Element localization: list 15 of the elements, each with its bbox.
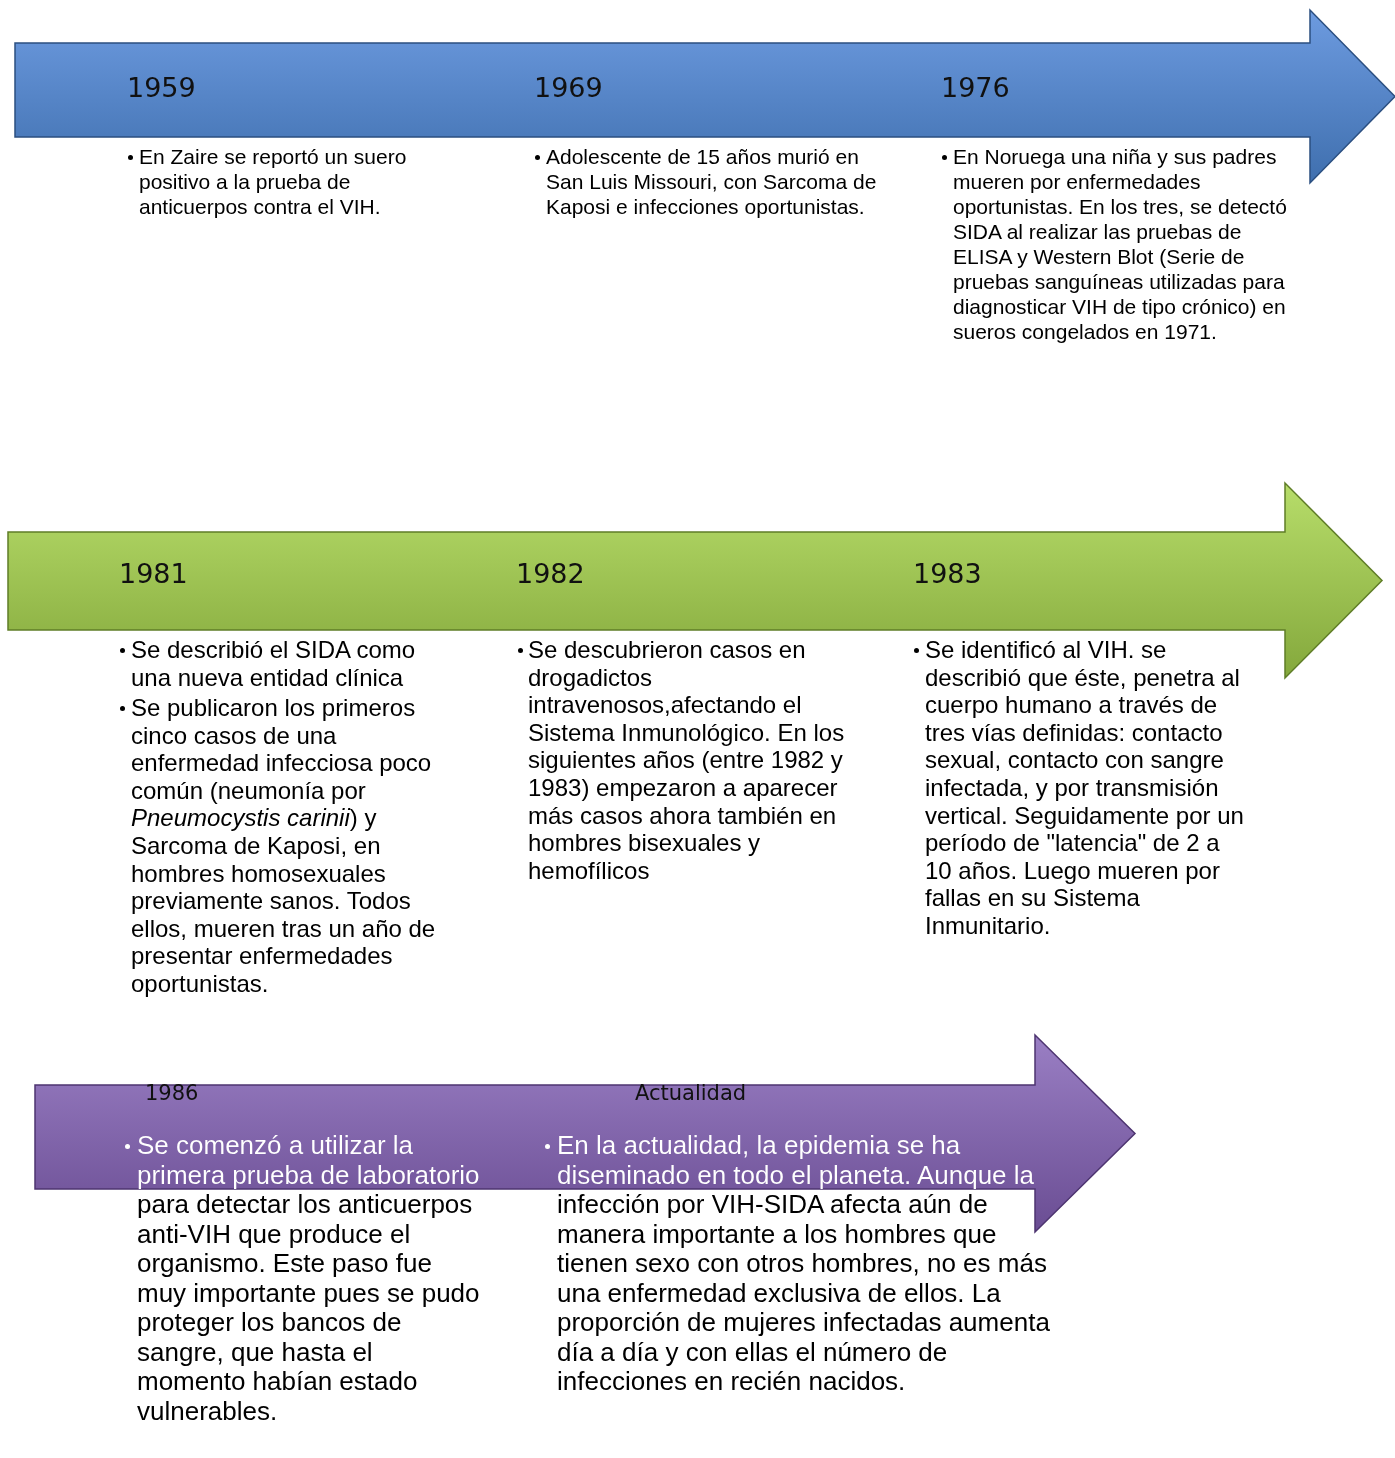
event-description: En Zaire se reportó un suero positivo a la prueba de anticuerpos contra el VIH. (139, 144, 408, 219)
event-description: En Noruega una niña y sus padres mueren por enfermedades oportunistas. En los tres, se detectó SIDA al realizar las pruebas de ELISA y Western Blot (Serie de pruebas sanguíneas utilizadas para diagnosticar VIH de tipo crónico) en sueros congelados en 1971. (953, 144, 1288, 344)
event-description: Adolescente de 15 años murió en San Luis Missouri, con Sarcoma de Kaposi e infecciones oportunistas. (546, 144, 878, 219)
event-description: Se identificó al VIH. se describió que éste, penetra al cuerpo humano a través de tres vías definidas: contacto sexual, contacto con sangre infectada, y por transmisión vertical. Seguidamente por un período de "latencia" de 2 a 10 años. Luego mueren por fallas en su Sistema Inmunitario. (925, 636, 1245, 940)
year-label: 1976 (941, 72, 1010, 103)
event-description: Se descubrieron casos en drogadictos intravenosos,afectando el Sistema Inmunológico. En los siguientes años (entre 1982 y 1983) empezaron a aparecer más casos ahora también en hombres bisexuales y hemofílicos (528, 636, 846, 885)
year-label: 1959 (127, 72, 196, 103)
year-label: 1981 (119, 558, 188, 589)
year-label: 1983 (913, 558, 982, 589)
year-label: 1969 (534, 72, 603, 103)
event-description: Se publicaron los primeros cinco casos de una enfermedad infecciosa poco común (neumonía por Pneumocystis carinii) y Sarcoma de Kaposi, en hombres homosexuales previamente sanos. Todos ellos, mueren tras un año de presentar enfermedades oportunistas. (131, 694, 437, 998)
event-description: Se describió el SIDA como una nueva entidad clínica (131, 636, 417, 692)
year-label: 1982 (516, 558, 585, 589)
year-label: Actualidad (635, 1081, 747, 1105)
year-label: 1986 (145, 1081, 199, 1105)
